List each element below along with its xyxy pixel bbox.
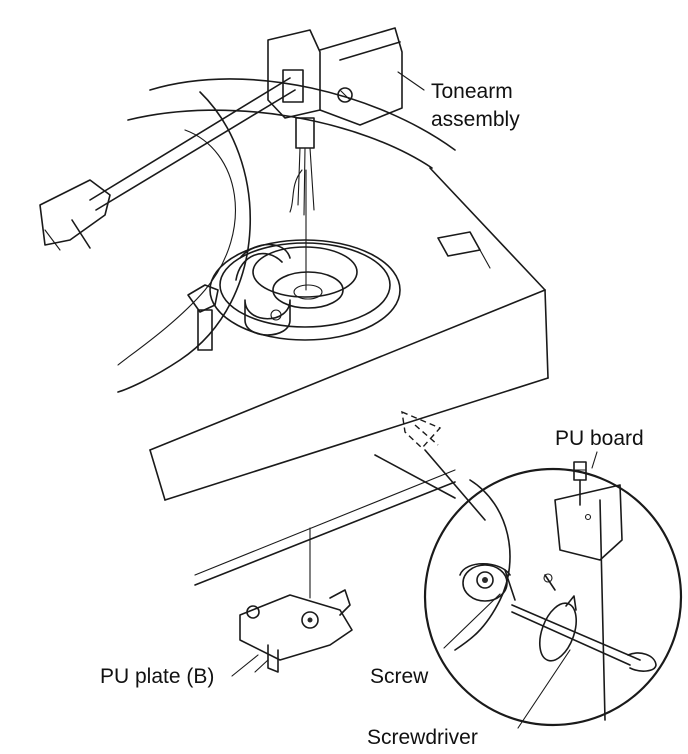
- tonearm-label-line1: Tonearm: [431, 80, 513, 103]
- turntable-base: [117, 78, 549, 586]
- pu-plate-leader: [231, 654, 259, 677]
- arm-rest: [187, 243, 291, 351]
- screw-leader: [443, 593, 501, 649]
- pu-board-label: PU board: [555, 427, 644, 450]
- tonearm-leader: [397, 71, 425, 91]
- detail-circle: [423, 461, 683, 727]
- pu-plate-label: PU plate (B): [100, 665, 214, 688]
- screwdriver-leader: [517, 649, 571, 729]
- labels: Tonearm assembly PU board PU plate (B) S…: [100, 80, 644, 749]
- pu-plate-b: [239, 527, 353, 673]
- screwdriver-label: Screwdriver: [367, 726, 478, 749]
- detail-marker: [401, 410, 442, 450]
- magnify-leader-2: [374, 454, 456, 499]
- tonearm: [39, 27, 403, 251]
- tonearm-label-line2: assembly: [431, 108, 520, 131]
- magnify-leader-1: [424, 449, 486, 521]
- screw-label: Screw: [370, 665, 429, 688]
- spindle-disc: [209, 169, 401, 341]
- pu-board-leader: [591, 451, 598, 469]
